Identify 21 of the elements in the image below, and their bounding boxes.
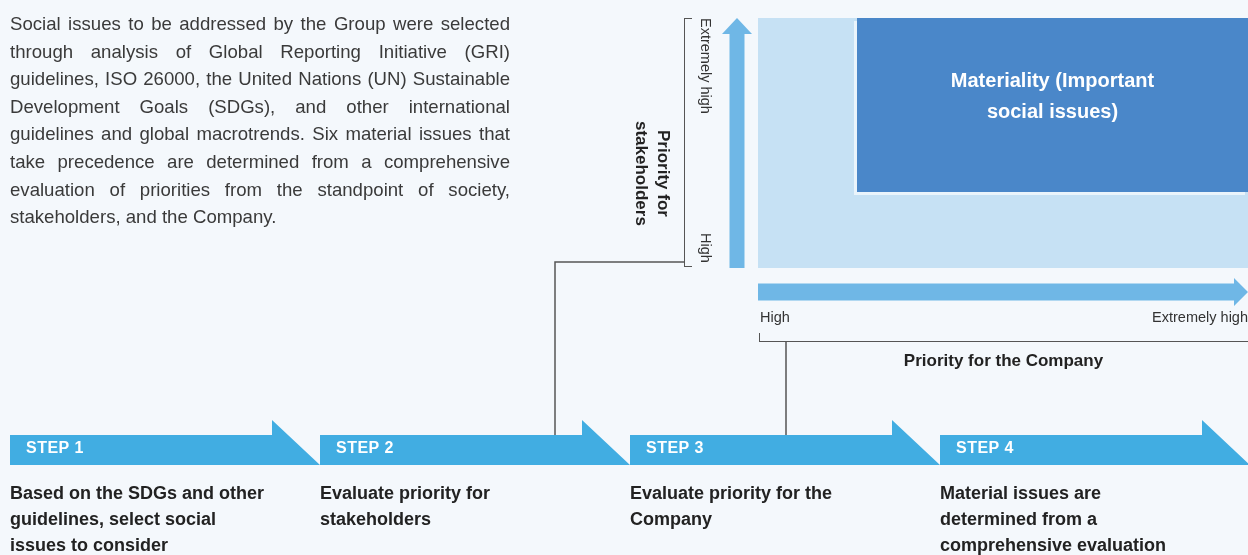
axis-title-text: Priority for the Company xyxy=(902,351,1105,371)
materiality-box xyxy=(857,18,1248,192)
axis-tick-label: Extremely high xyxy=(1152,309,1248,325)
leader-line xyxy=(785,341,787,436)
step-description: Evaluate priority for stakeholders xyxy=(320,482,492,531)
axis-tick-label: Extremely high xyxy=(698,18,714,114)
axis-tick-label: High xyxy=(698,233,714,263)
step-description: Material issues are determined from a comprehensive evaluation xyxy=(940,482,1168,555)
step-title: STEP 4 xyxy=(956,439,1014,457)
step-title: STEP 3 xyxy=(646,439,704,457)
region-box xyxy=(758,18,1248,268)
axis-title-text: Priority for stakeholders xyxy=(631,119,674,228)
step xyxy=(940,420,1248,555)
description-paragraph: Social issues to be addressed by the Group were selected through analysis of Global Reporting Initiative (GRI) guidelines, ISO 26000, the United Nations (UN) Sustainable Development Goals (SDGs), and other international guidelines and global macrotrends. Six material issues that take precedence are determined from a comprehensive evaluation of priorities from the standpoint of society, stakeholders, and the Company. xyxy=(10,12,510,230)
step-description: Evaluate priority for the Company xyxy=(630,482,834,531)
leader-line xyxy=(554,261,685,436)
step-title: STEP 1 xyxy=(26,439,84,457)
axis-tick-label: High xyxy=(760,309,790,325)
step-title: STEP 2 xyxy=(336,439,394,457)
step-description: Based on the SDGs and other guidelines, select social issues to consider xyxy=(10,482,266,555)
materiality-text: Materiality (Important social issues) xyxy=(949,68,1156,124)
